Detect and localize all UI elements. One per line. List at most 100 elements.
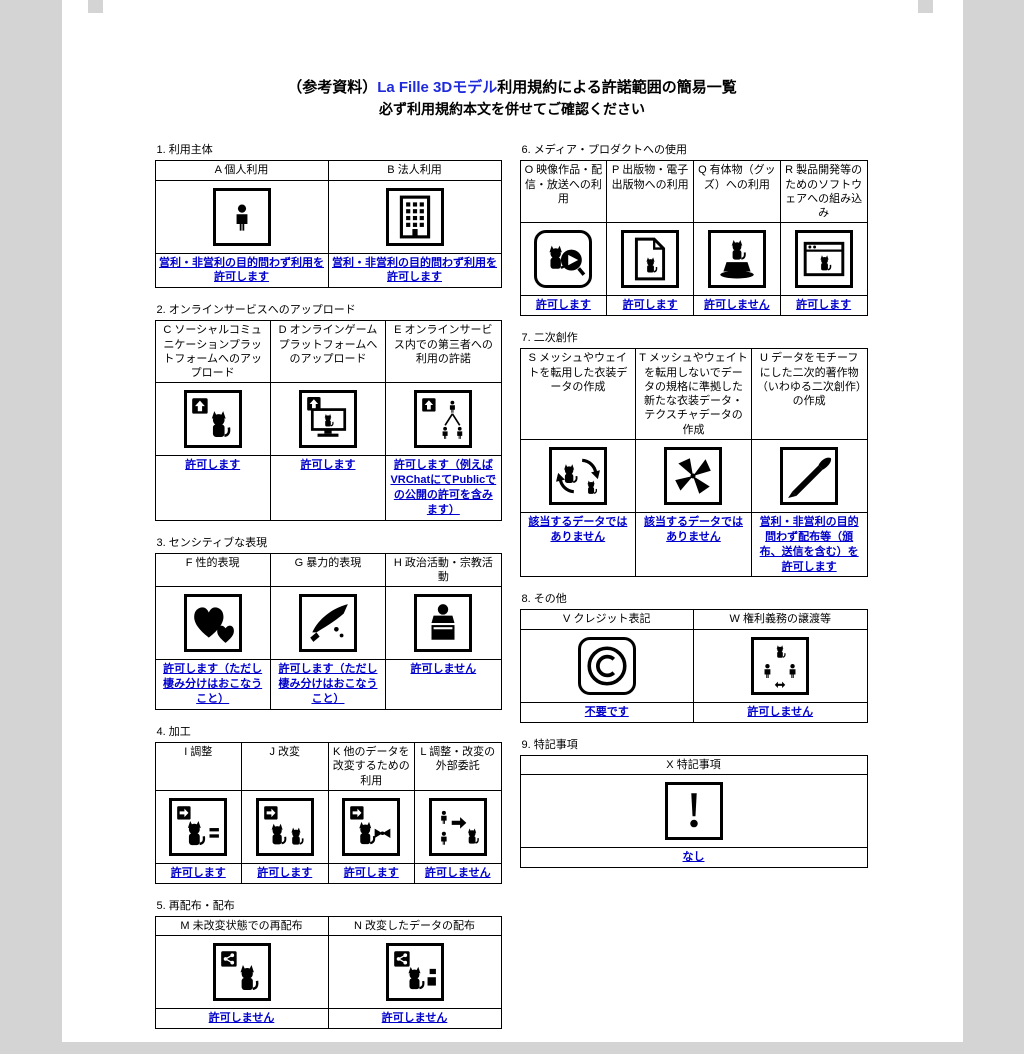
section-processing: 4. 加工 I 調整 J 改変 K 他のデータを改変するための利用 L 調整・改… bbox=[154, 723, 502, 884]
icon-cell bbox=[327, 934, 502, 1009]
icon-cell bbox=[269, 586, 387, 661]
section-label: 3. センシティブな表現 bbox=[156, 536, 268, 549]
cell-header: P 出版物・電子出版物への利用 bbox=[606, 160, 694, 224]
cell-result: 許可します bbox=[154, 455, 271, 521]
cell-result: 不要です bbox=[519, 701, 694, 723]
icon-cell bbox=[779, 222, 868, 297]
new-outfit-data-icon bbox=[664, 447, 723, 506]
building-icon bbox=[385, 187, 444, 246]
cell-result: 許可しません bbox=[385, 659, 502, 710]
icon-cell bbox=[519, 222, 608, 297]
cell-header: K 他のデータを改変するための利用 bbox=[327, 741, 415, 791]
icon-cell bbox=[385, 586, 502, 661]
section-label: 9. 特記事項 bbox=[521, 738, 578, 751]
icon-cell bbox=[241, 789, 329, 864]
cell-result: 許可しません bbox=[327, 1007, 502, 1029]
icon-cell bbox=[693, 628, 868, 703]
cell-header: S メッシュやウェイトを転用した衣装データの作成 bbox=[519, 348, 637, 441]
section-table: O 映像作品・配信・放送への利用 P 出版物・電子出版物への利用 Q 有体物（グ… bbox=[519, 160, 868, 317]
cell-header: B 法人利用 bbox=[327, 160, 502, 181]
document-page: （参考資料）La Fille 3Dモデル利用規約による許諾範囲の簡易一覧 必ず利… bbox=[61, 0, 963, 1042]
cell-result: 許可します（ただし棲み分けはおこなうこと） bbox=[154, 659, 271, 710]
cell-header: E オンラインサービス内での第三者への利用の許諾 bbox=[385, 320, 502, 384]
cell-header: X 特記事項 bbox=[519, 754, 868, 775]
cell-result: なし bbox=[519, 846, 868, 868]
derivative-art-icon bbox=[780, 447, 839, 506]
mesh-reuse-icon bbox=[548, 447, 607, 506]
modify-other-data-icon bbox=[342, 797, 401, 856]
cell-header: W 権利義務の譲渡等 bbox=[693, 609, 868, 630]
icon-cell bbox=[385, 382, 502, 457]
icon-cell bbox=[154, 382, 271, 457]
page-title: （参考資料）La Fille 3Dモデル利用規約による許諾範囲の簡易一覧 bbox=[62, 76, 963, 99]
knife-icon bbox=[298, 594, 357, 653]
section-table: A 個人利用 B 法人利用 bbox=[154, 160, 502, 289]
cell-result: 許可します bbox=[327, 862, 415, 884]
cell-header: T メッシュやウェイトを転用しないでデータの規格に準拠した新たな衣装データ・テク… bbox=[635, 348, 752, 441]
cell-header: J 改変 bbox=[241, 741, 329, 791]
cell-result: 許可しません bbox=[414, 862, 502, 884]
section-sensitive-expression: 3. センシティブな表現 F 性的表現 G 暴力的表現 H 政治活動・宗教活動 bbox=[154, 534, 502, 710]
icon-cell bbox=[519, 773, 868, 848]
cell-result: 許可します bbox=[154, 862, 242, 884]
upload-social-icon bbox=[183, 390, 242, 449]
section-others: 8. その他 V クレジット表記 W 権利義務の譲渡等 bbox=[519, 590, 868, 723]
exclamation-icon bbox=[664, 781, 723, 840]
publication-icon bbox=[621, 230, 680, 289]
cell-result: 許可します bbox=[606, 295, 694, 317]
cell-header: M 未改変状態での再配布 bbox=[154, 915, 329, 936]
cell-header: I 調整 bbox=[154, 741, 242, 791]
section-derivative-works: 7. 二次創作 S メッシュやウェイトを転用した衣装データの作成 T メッシュや… bbox=[519, 329, 868, 578]
rights-transfer-icon bbox=[751, 636, 810, 695]
redistribute-icon bbox=[212, 942, 271, 1001]
section-label: 1. 利用主体 bbox=[156, 144, 213, 157]
icon-cell bbox=[414, 789, 502, 864]
cell-header: G 暴力的表現 bbox=[269, 552, 387, 588]
cell-header: R 製品開発等のためのソフトウェアへの組み込み bbox=[779, 160, 868, 224]
icon-cell bbox=[269, 382, 387, 457]
section-label: 5. 再配布・配布 bbox=[156, 899, 235, 912]
video-icon bbox=[534, 230, 593, 289]
cell-result: 営利・非営利の目的問わず利用を許可します bbox=[154, 252, 329, 289]
icon-cell bbox=[154, 934, 329, 1009]
section-usage-subject: 1. 利用主体 A 個人利用 B 法人利用 bbox=[154, 141, 502, 289]
icon-cell bbox=[635, 439, 752, 514]
title-suffix: 利用規約による許諾範囲の簡易一覧 bbox=[497, 79, 737, 96]
section-label: 8. その他 bbox=[521, 593, 567, 606]
section-label: 6. メディア・プロダクトへの使用 bbox=[521, 144, 687, 157]
adjust-icon bbox=[169, 797, 228, 856]
left-column: 1. 利用主体 A 個人利用 B 法人利用 bbox=[154, 141, 502, 1042]
section-table: X 特記事項 なし bbox=[519, 754, 868, 868]
title-prefix: （参考資料） bbox=[287, 79, 378, 96]
icon-cell bbox=[519, 628, 694, 703]
cell-header: H 政治活動・宗教活動 bbox=[385, 552, 502, 588]
person-icon bbox=[212, 187, 271, 246]
cell-result: 許可します（例えばVRChatにてPublicでの公開の許可を含みます） bbox=[385, 455, 502, 521]
cell-result: 該当するデータではありません bbox=[519, 512, 637, 578]
content-columns: 1. 利用主体 A 個人利用 B 法人利用 bbox=[62, 141, 963, 1042]
page-corner-artifact bbox=[87, 0, 103, 13]
cell-result: 許可しません bbox=[693, 295, 781, 317]
icon-cell bbox=[154, 789, 242, 864]
modify-icon bbox=[255, 797, 314, 856]
goods-icon bbox=[707, 230, 766, 289]
cell-header: A 個人利用 bbox=[154, 160, 329, 181]
cell-header: O 映像作品・配信・放送への利用 bbox=[519, 160, 608, 224]
cell-result: 許可します bbox=[269, 455, 387, 521]
section-label: 4. 加工 bbox=[156, 725, 191, 738]
section-table: I 調整 J 改変 K 他のデータを改変するための利用 L 調整・改変の外部委託 bbox=[154, 741, 502, 884]
section-table: M 未改変状態での再配布 N 改変したデータの配布 bbox=[154, 915, 502, 1029]
section-redistribution: 5. 再配布・配布 M 未改変状態での再配布 N 改変したデータの配布 bbox=[154, 897, 502, 1029]
cell-result: 許可しません bbox=[154, 1007, 329, 1029]
cell-result: 営利・非営利の目的問わず配布等（頒布、送信を含む）を許可します bbox=[750, 512, 868, 578]
page-subtitle: 必ず利用規約本文を併せてご確認ください bbox=[379, 101, 645, 118]
icon-cell bbox=[327, 789, 415, 864]
cell-header: C ソーシャルコミュニケーションプラットフォームへのアップロード bbox=[154, 320, 271, 384]
icon-cell bbox=[327, 179, 502, 254]
icon-cell bbox=[519, 439, 637, 514]
upload-game-icon bbox=[298, 390, 357, 449]
cell-header: D オンラインゲームプラットフォームへのアップロード bbox=[269, 320, 387, 384]
copyright-icon bbox=[577, 636, 636, 695]
cell-result: 許可します bbox=[241, 862, 329, 884]
